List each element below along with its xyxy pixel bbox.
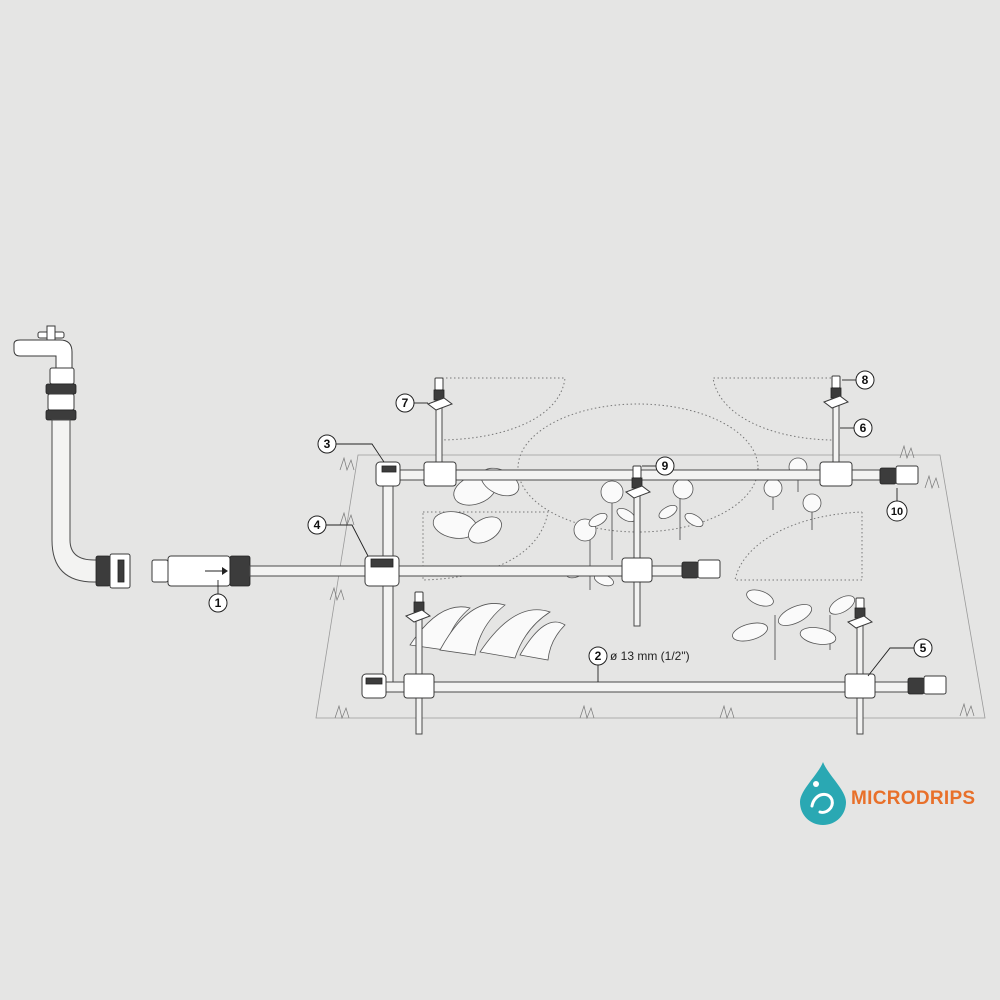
callout-5: 5 (913, 638, 933, 658)
callout-7-number: 7 (402, 396, 409, 410)
callout-8: 8 (855, 370, 875, 390)
sprayers (404, 375, 874, 629)
callout-8-number: 8 (862, 373, 869, 387)
callout-1-number: 1 (215, 596, 222, 610)
plants (329, 444, 975, 720)
hose-connector-end (95, 553, 131, 589)
callout-5-number: 5 (920, 641, 927, 655)
callout-4: 4 (307, 515, 327, 535)
callout-leaders (217, 379, 914, 682)
brand-name: MICRODRIPS (851, 788, 975, 809)
callout-3-number: 3 (324, 437, 331, 451)
callout-4-number: 4 (314, 518, 321, 532)
callout-6-number: 6 (860, 421, 867, 435)
callout-1: 1 (208, 593, 228, 613)
supply-pipe (249, 565, 366, 577)
callout-9-number: 9 (662, 459, 669, 473)
hose-adapter (151, 555, 251, 587)
plant-ferns (409, 603, 566, 661)
plant-leafy (732, 589, 856, 660)
fittings (361, 461, 947, 699)
grass-tufts (329, 444, 975, 720)
faucet (13, 325, 75, 385)
water-drop-icon (800, 762, 846, 825)
callout-2: 2 (588, 646, 608, 666)
callout-2-number: 2 (595, 649, 602, 663)
callout-7: 7 (395, 393, 415, 413)
garden-hose (51, 419, 101, 583)
garden-bed (315, 454, 986, 719)
hose-connector-top (45, 383, 77, 421)
plant-flowers (763, 457, 822, 530)
spray-zones (422, 377, 863, 581)
callout-10: 10 (886, 500, 908, 522)
callout-3: 3 (317, 434, 337, 454)
microdrips-logo: MICRODRIPS (800, 762, 975, 825)
pipe-diameter-label: ø 13 mm (1/2") (610, 649, 690, 663)
callout-6: 6 (853, 418, 873, 438)
callout-10-number: 10 (891, 506, 903, 518)
callout-9: 9 (655, 456, 675, 476)
